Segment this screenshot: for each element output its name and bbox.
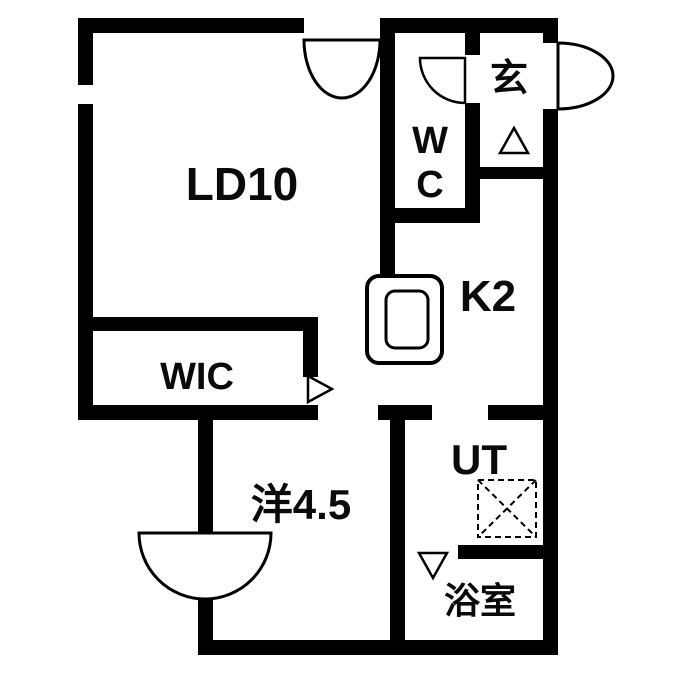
room-label-kitchen: K2 (460, 272, 516, 321)
room-label-bathroom: 浴室 (444, 580, 516, 621)
room-label-wic: WIC (160, 356, 234, 398)
entrance-door-arc (556, 41, 615, 111)
wall-ut-bath-divider (458, 545, 543, 559)
entrance-step-edge (480, 167, 543, 179)
walls (78, 18, 558, 655)
wall-entrance-left-lower (465, 103, 480, 223)
wall-west-room-left-lower (198, 599, 213, 655)
wic-door-arrow-icon (306, 373, 335, 405)
wall-right-lower-segment (543, 109, 558, 655)
room-label-toilet-line2: C (416, 164, 443, 206)
room-label-utility: UT (451, 436, 507, 483)
wall-wic-right (303, 317, 318, 377)
bay-window-left-arc (137, 531, 273, 601)
wall-top-left-segment (78, 18, 304, 33)
wall-left-lower-segment (78, 104, 93, 420)
kitchen-sink-icon (384, 289, 430, 350)
washer-pan-icon (477, 479, 537, 538)
toilet-door-swing-arc (418, 56, 467, 105)
wall-entrance-left-upper (465, 18, 480, 55)
wall-middle-east-segment (488, 405, 558, 420)
wall-west-room-left-upper (198, 405, 213, 533)
kitchen-counter (365, 274, 444, 365)
wall-west-room-right (390, 405, 405, 655)
bath-door-triangle-icon (416, 551, 450, 581)
entrance-step-triangle-icon (497, 125, 531, 155)
room-label-living-dining: LD10 (186, 158, 298, 210)
wall-right-upper-segment (543, 18, 558, 43)
room-label-western-room: 洋4.5 (251, 481, 351, 528)
room-label-entrance: 玄 (490, 58, 528, 100)
bay-window-top-arc (302, 38, 382, 100)
washer-pan-outline (477, 479, 537, 538)
wall-bottom (198, 640, 558, 655)
washer-pan-diagonal-2 (477, 479, 537, 538)
room-label-toilet-line1: W (412, 120, 448, 162)
wall-middle-west-segment (78, 405, 318, 420)
wall-left-upper-segment (78, 18, 93, 85)
wall-wic-top (78, 317, 318, 331)
wall-ld-kitchen-divider (380, 18, 395, 280)
wall-toilet-bottom (380, 208, 480, 223)
